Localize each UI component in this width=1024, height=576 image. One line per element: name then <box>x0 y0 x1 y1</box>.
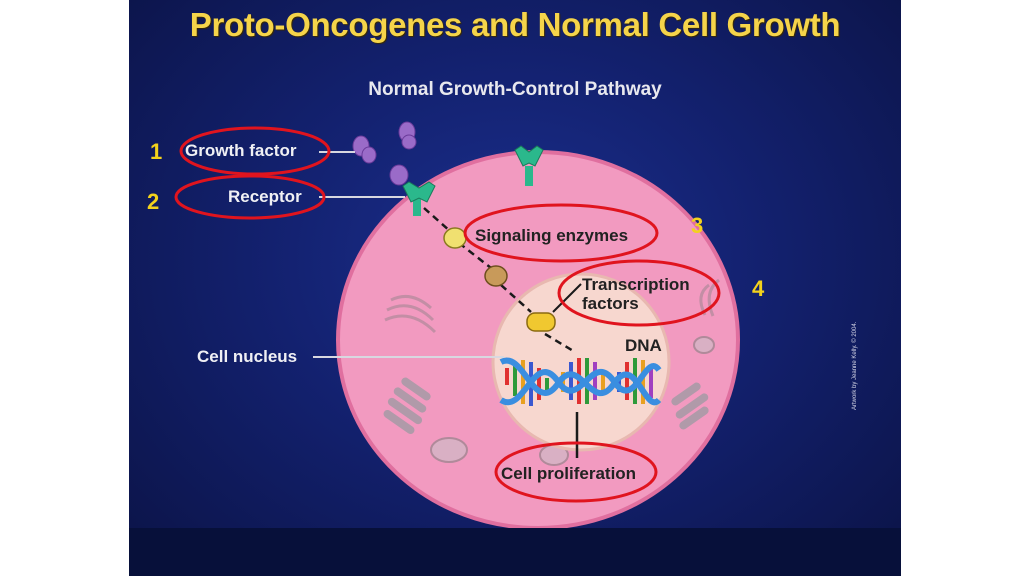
signaling-enzyme-2 <box>484 265 508 287</box>
vesicle <box>693 336 715 354</box>
signaling-enzyme-1 <box>443 227 467 249</box>
annotation-number-3: 3 <box>691 213 704 238</box>
golgi-right <box>671 382 709 430</box>
vesicle <box>430 437 468 463</box>
slide-title: Proto-Oncogenes and Normal Cell Growth <box>189 6 841 43</box>
circle-transcription-factors <box>557 259 721 327</box>
label-transcription-line2: factors <box>582 294 639 313</box>
annotation-ellipses <box>174 126 721 503</box>
circle-receptor <box>174 174 326 220</box>
label-growth-factor: Growth factor <box>185 141 297 160</box>
label-cell-proliferation: Cell proliferation <box>501 464 637 483</box>
receptor-bound <box>389 164 436 216</box>
annotation-number-2: 2 <box>147 189 160 214</box>
artwork-credit: Artwork by Jeanne Kelly. © 2004. <box>852 321 858 410</box>
circle-growth-factor <box>179 126 331 176</box>
organelles <box>384 278 720 334</box>
leader-lines <box>313 151 504 358</box>
annotation-number-1: 1 <box>150 139 163 164</box>
circle-signaling-enzymes <box>463 203 659 263</box>
receptor-free <box>514 145 544 186</box>
pathway-arrows <box>423 207 576 354</box>
label-signaling-enzymes: Signaling enzymes <box>475 226 629 245</box>
slide-bottom-band <box>129 528 901 576</box>
slide: Proto-Oncogenes and Normal Cell Growth N… <box>129 0 901 576</box>
growth-factor-molecules <box>352 121 417 164</box>
golgi-left <box>383 377 431 435</box>
label-dna: DNA <box>625 336 662 355</box>
label-transcription-line1: Transcription <box>582 275 690 294</box>
label-cell-nucleus: Cell nucleus <box>197 347 298 366</box>
circle-cell-proliferation <box>494 441 658 503</box>
dna-helix <box>499 357 662 406</box>
diagram-subtitle: Normal Growth-Control Pathway <box>368 79 662 100</box>
transcription-factor <box>526 312 556 332</box>
label-receptor: Receptor <box>228 187 302 206</box>
annotation-number-4: 4 <box>752 276 765 301</box>
pathway-diagram <box>174 121 740 530</box>
transcription-leader <box>552 283 582 313</box>
